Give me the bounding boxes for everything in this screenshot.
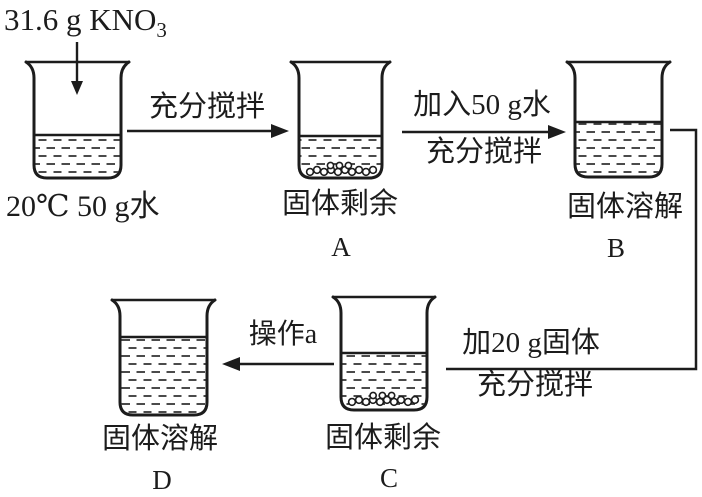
beaker-a-outline [289,60,392,180]
beaker-d [110,298,217,417]
step1-stir-label: 充分搅拌 [148,91,266,123]
beaker-start [24,60,131,180]
beaker-b-letter: B [606,233,626,263]
step4-arrow [222,357,334,371]
step1-arrow [127,124,289,138]
beaker-start-outline [24,60,131,180]
step2-add-water-label: 加入50 g水 [413,89,551,121]
beaker-a-solid-particles [305,161,378,177]
beaker-c-caption: 固体剩余 [324,422,442,454]
beaker-c-solid-particles [347,391,420,407]
beaker-d-liquid [121,337,206,414]
input-mass-subscript: 3 [156,18,167,42]
beaker-a [289,60,392,180]
input-mass-text: 31.6 g KNO [4,2,157,37]
beaker-b-caption: 固体溶解 [566,191,684,223]
step2-stir-label: 充分搅拌 [425,136,543,168]
beaker-c-liquid [342,353,426,409]
beaker-a-letter: A [331,232,351,262]
beaker-a-caption: 固体剩余 [281,188,399,220]
beaker-d-caption: 固体溶解 [101,423,219,455]
beaker-c [331,295,437,412]
beaker-d-outline [110,298,217,417]
step4-operation-label: 操作a [248,319,318,350]
beaker-c-outline [331,295,437,412]
beaker-start-liquid [35,135,120,177]
input-mass-label: 31.6 g KNO3 [4,2,167,42]
beaker-b [565,60,672,179]
beaker-b-outline [565,60,672,179]
beaker-c-letter: C [379,463,399,493]
step2-arrow [402,125,566,139]
step3-add-solid-label: 加20 g固体 [462,327,600,359]
connector-b-to-c [446,128,698,371]
input-pour-arrow [71,42,83,95]
step3-stir-label: 充分搅拌 [476,369,594,401]
start-beaker-caption: 20℃ 50 g水 [6,190,160,223]
beaker-d-letter: D [152,465,172,495]
beaker-b-liquid [576,122,661,176]
